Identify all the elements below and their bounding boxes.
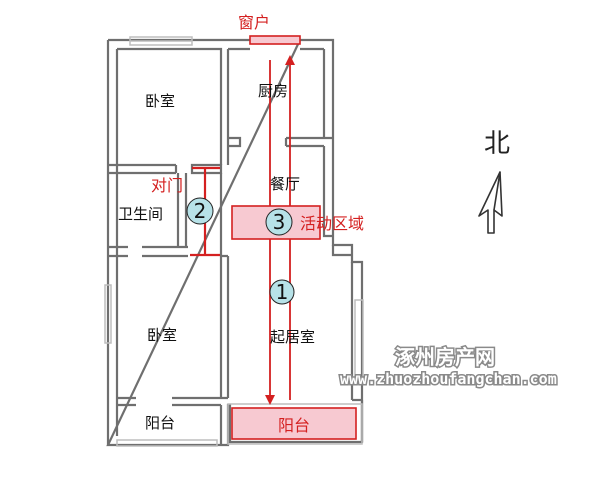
balcony-right-fill xyxy=(231,407,357,440)
marker-2: 2 xyxy=(186,197,214,225)
watermark-url: www.zhuozhoufangchan.com xyxy=(340,370,557,388)
activity-area-label: 活动区域 xyxy=(300,214,364,233)
room-bedroom-top: 卧室 xyxy=(145,92,175,110)
room-balcony-left: 阳台 xyxy=(145,414,175,432)
north-label: 北 xyxy=(484,129,510,159)
room-bathroom: 卫生间 xyxy=(118,205,163,223)
window-label: 窗户 xyxy=(238,13,270,32)
room-dining: 餐厅 xyxy=(270,175,300,193)
walls xyxy=(106,38,364,447)
window-frames xyxy=(104,36,364,447)
north-arrow-icon xyxy=(478,171,503,234)
marker-2-number: 2 xyxy=(194,199,207,223)
marker-3-number: 3 xyxy=(273,210,286,234)
window-bar xyxy=(249,35,301,45)
room-living: 起居室 xyxy=(270,328,315,346)
room-kitchen: 厨房 xyxy=(258,82,288,100)
watermark-title: 涿州房产网 xyxy=(395,345,495,369)
marker-3: 3 xyxy=(265,208,293,236)
opposite-doors-label: 对门 xyxy=(151,176,183,195)
room-balcony-right: 阳台 xyxy=(278,416,310,435)
room-bedroom-bottom: 卧室 xyxy=(147,326,177,344)
marker-1-number: 1 xyxy=(276,280,289,304)
marker-1: 1 xyxy=(269,279,295,305)
